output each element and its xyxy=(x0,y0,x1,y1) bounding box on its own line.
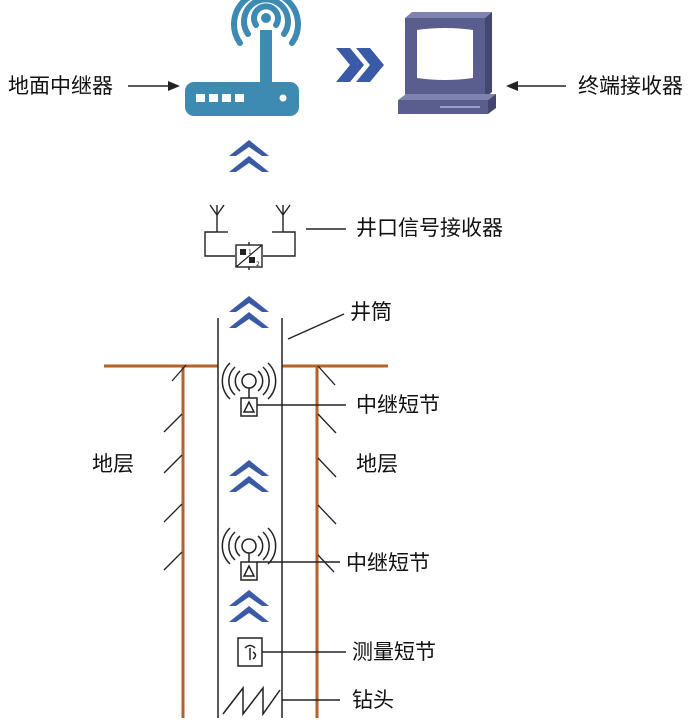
ground-relay-label: 地面中继器 xyxy=(8,74,113,98)
signal-up-arrows-3 xyxy=(229,460,269,492)
formation-left-label: 地层 xyxy=(92,452,134,476)
drill-bit-label: 钻头 xyxy=(352,688,394,712)
up-chevron-icon xyxy=(229,296,269,312)
antenna-icon xyxy=(275,204,291,232)
wellbore-label: 井筒 xyxy=(350,300,392,324)
up-chevron-icon xyxy=(229,140,269,156)
up-chevron-icon xyxy=(229,590,269,606)
wifi-router-icon xyxy=(185,0,301,116)
wellhead-receiver-circuit xyxy=(204,204,296,270)
converter-port-1: 1 xyxy=(248,249,252,256)
signal-up-arrows-2 xyxy=(229,296,269,328)
drill-bit-icon xyxy=(222,685,340,717)
ground-relay-pointer-head xyxy=(168,81,180,91)
up-chevron-icon xyxy=(229,312,269,328)
converter-icon: 1 2 xyxy=(235,244,263,268)
formation-boundary xyxy=(104,364,388,718)
double-chevron-right-icon xyxy=(336,48,384,82)
measurement-sensor-icon xyxy=(237,637,346,667)
signal-relay-icon xyxy=(221,527,340,581)
measurement-sub-label: 测量短节 xyxy=(352,640,436,664)
up-chevron-icon xyxy=(229,460,269,476)
converter-port-2: 2 xyxy=(256,261,260,268)
signal-up-arrows-4 xyxy=(229,590,269,622)
wellhead-receiver-label: 井口信号接收器 xyxy=(356,216,503,240)
relay-sub-lower-label: 中继短节 xyxy=(346,551,430,575)
formation-right-label: 地层 xyxy=(356,452,398,476)
terminal-receiver-label: 终端接收器 xyxy=(578,74,683,98)
up-chevron-icon xyxy=(229,156,269,172)
terminal-receiver-pointer-head xyxy=(506,81,518,91)
signal-relay-icon xyxy=(221,362,346,417)
up-chevron-icon xyxy=(229,476,269,492)
antenna-icon xyxy=(209,204,225,232)
signal-up-arrows-1 xyxy=(229,140,269,172)
desktop-computer-icon xyxy=(398,12,496,114)
wellbore-leader xyxy=(287,313,345,340)
up-chevron-icon xyxy=(229,606,269,622)
relay-sub-upper-label: 中继短节 xyxy=(356,393,440,417)
formation-hatching xyxy=(163,364,337,573)
